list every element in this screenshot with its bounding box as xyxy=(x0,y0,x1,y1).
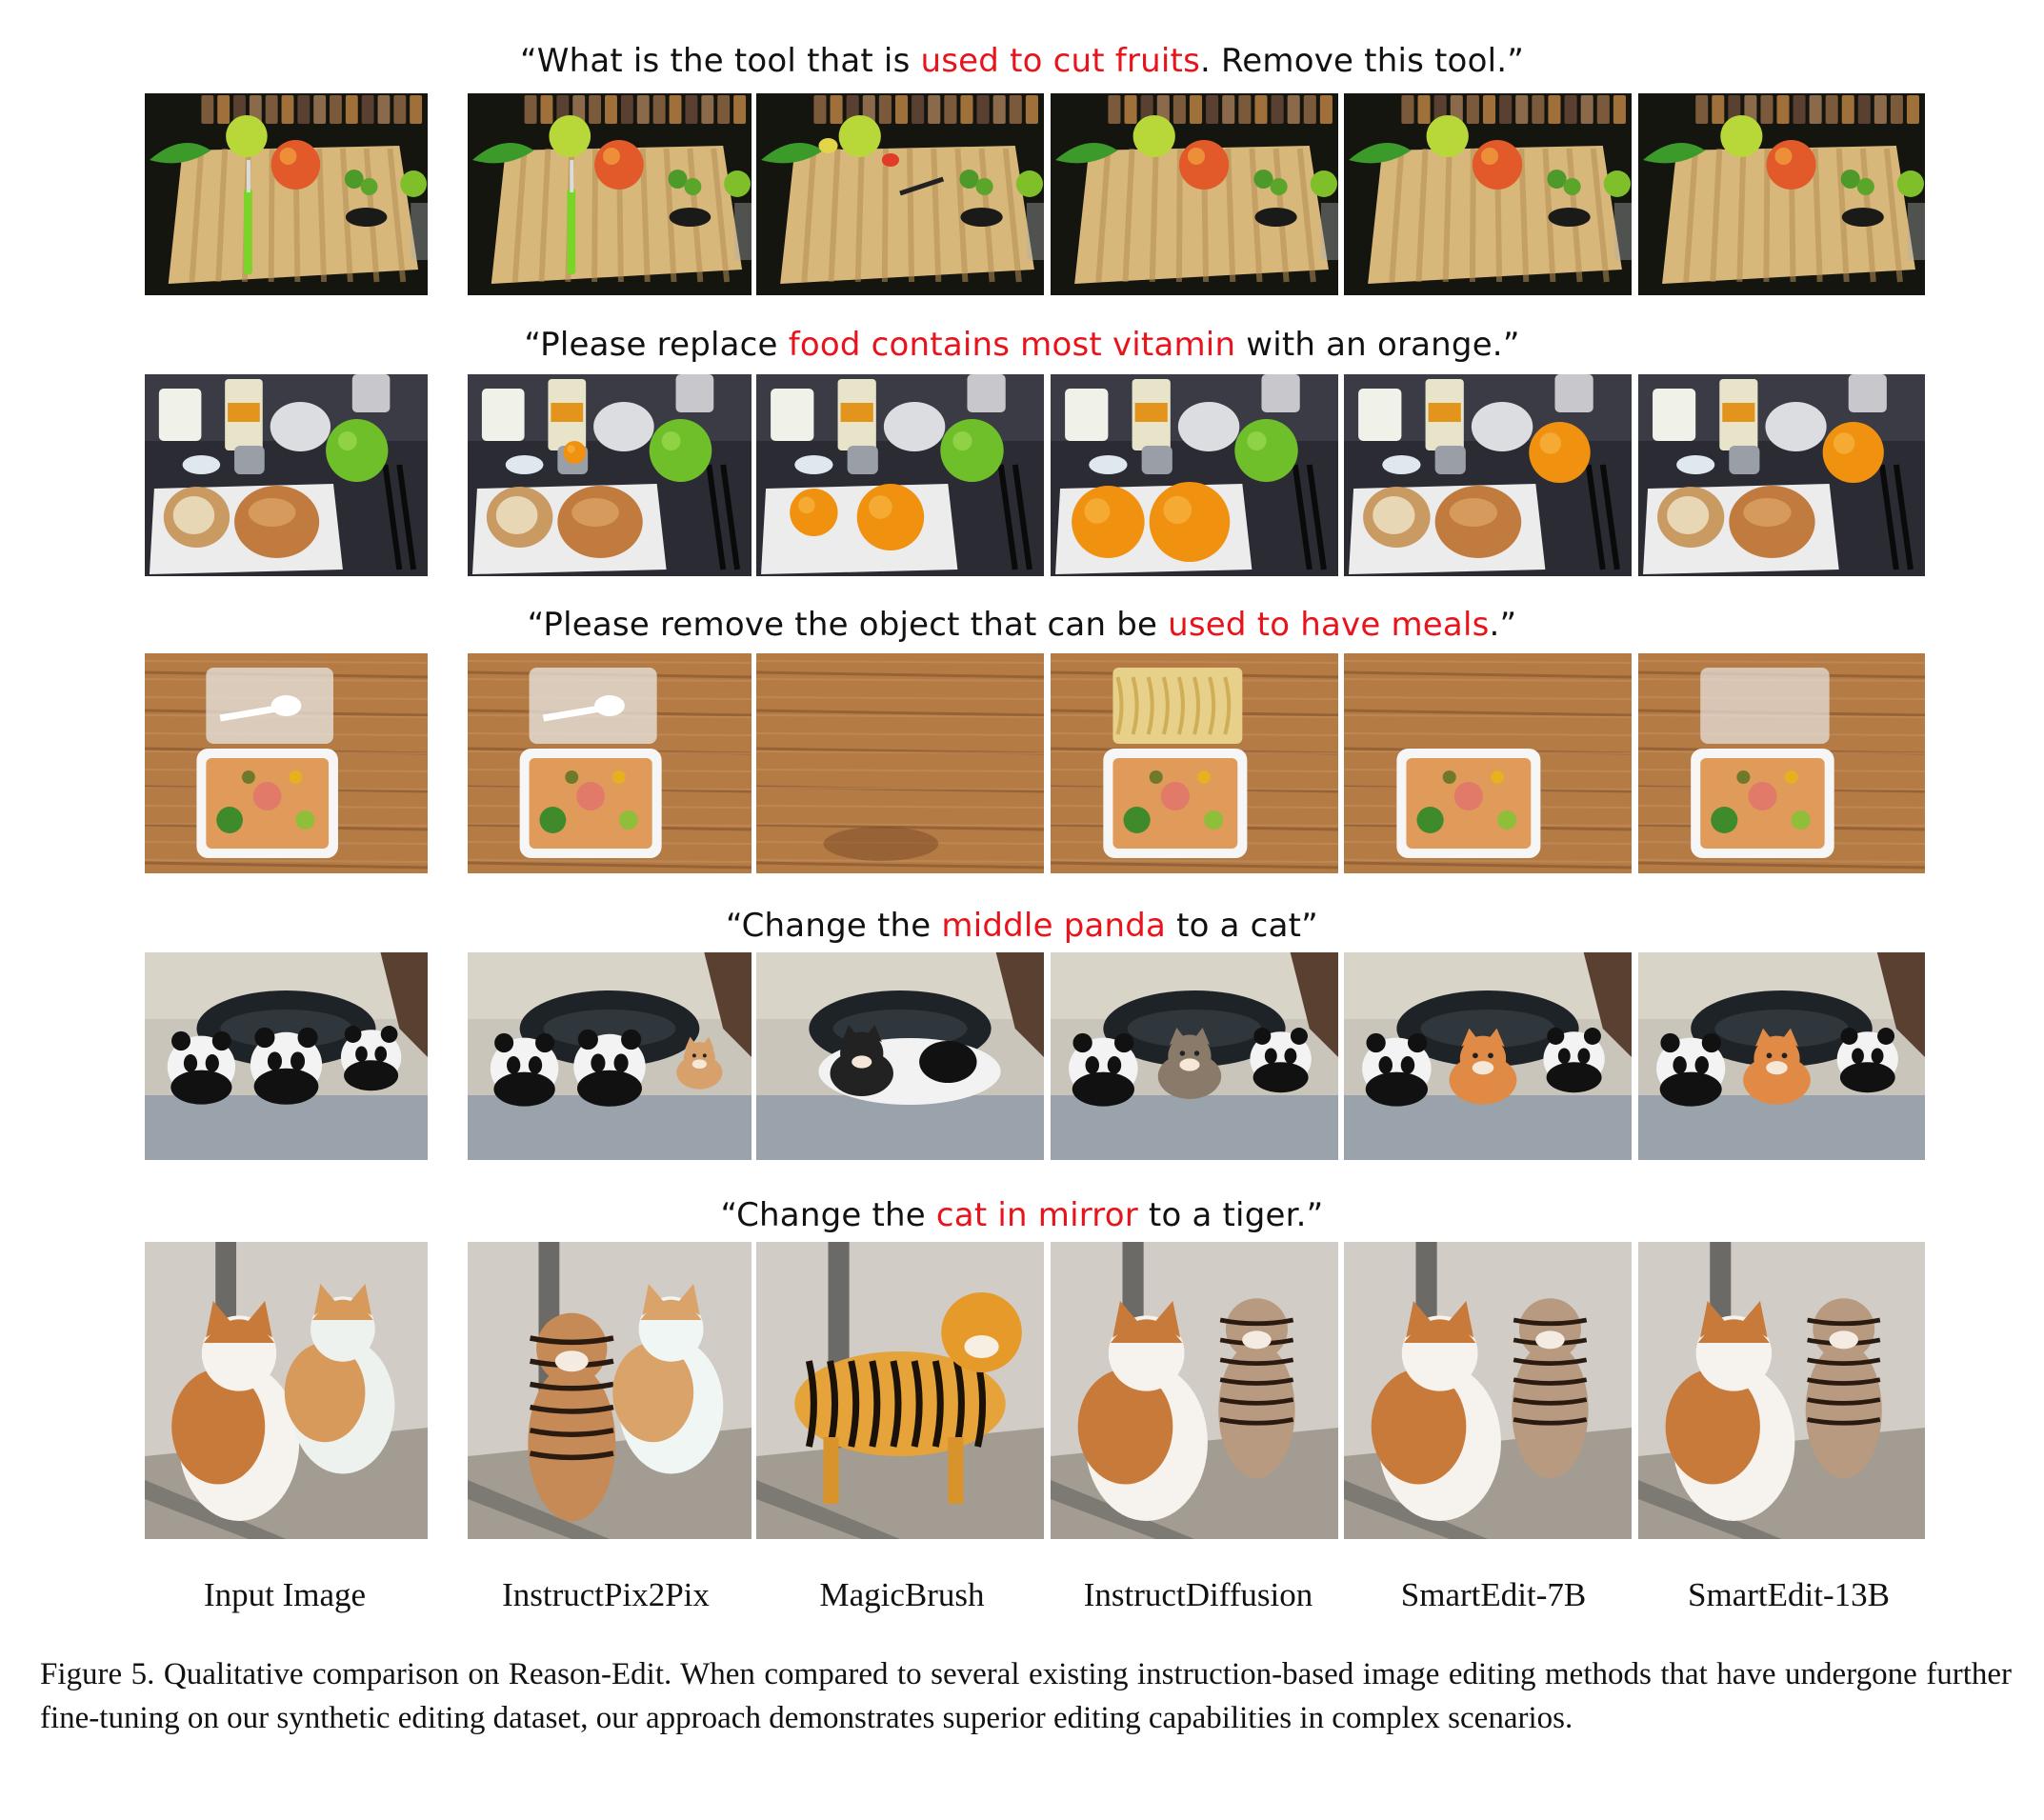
result-image xyxy=(468,374,751,576)
result-image xyxy=(1638,952,1925,1160)
result-image xyxy=(756,653,1044,873)
result-image xyxy=(468,653,751,873)
prompt-highlight: middle panda xyxy=(941,907,1167,945)
prompt-row-2: “Please replace food contains most vitam… xyxy=(0,326,2044,364)
prompt-row-4: “Change the middle panda to a cat” xyxy=(0,907,2044,945)
prompt-text: “Change the xyxy=(720,1196,936,1234)
column-header-instructpix2pix: InstructPix2Pix xyxy=(502,1576,710,1613)
column-header-smartedit-13b: SmartEdit-13B xyxy=(1688,1576,1890,1613)
prompt-text: to a tiger.” xyxy=(1137,1196,1324,1234)
result-image xyxy=(1344,1242,1632,1539)
result-image xyxy=(145,1242,428,1539)
prompt-row-5: “Change the cat in mirror to a tiger.” xyxy=(0,1196,2044,1234)
result-image xyxy=(145,93,428,295)
result-image xyxy=(1638,374,1925,576)
column-header-magicbrush: MagicBrush xyxy=(819,1576,985,1613)
prompt-text: .” xyxy=(1489,606,1517,644)
prompt-text: to a cat” xyxy=(1166,907,1318,945)
result-image xyxy=(1051,952,1338,1160)
result-image xyxy=(468,1242,751,1539)
prompt-row-3: “Please remove the object that can be us… xyxy=(0,606,2044,644)
result-image xyxy=(1344,93,1632,295)
result-image xyxy=(1638,1242,1925,1539)
prompt-text: “Please remove the object that can be xyxy=(527,606,1169,644)
prompt-highlight: used to have meals xyxy=(1168,606,1490,644)
result-image xyxy=(145,653,428,873)
result-image xyxy=(1344,374,1632,576)
result-image xyxy=(145,374,428,576)
column-header-input: Input Image xyxy=(203,1576,367,1613)
prompt-highlight: food contains most vitamin xyxy=(788,326,1236,364)
result-image xyxy=(756,1242,1044,1539)
prompt-text: “What is the tool that is xyxy=(519,42,921,80)
figure-caption: Figure 5. Qualitative comparison on Reas… xyxy=(40,1657,2012,1735)
result-image xyxy=(1051,1242,1338,1539)
result-image xyxy=(1051,93,1338,295)
result-image xyxy=(756,93,1044,295)
result-image xyxy=(145,952,428,1160)
column-header-instructdiffusion: InstructDiffusion xyxy=(1083,1576,1313,1613)
prompt-text: with an orange.” xyxy=(1235,326,1520,364)
prompt-highlight: cat in mirror xyxy=(935,1196,1138,1234)
result-image xyxy=(1051,374,1338,576)
prompt-text: “Change the xyxy=(726,907,942,945)
result-image xyxy=(468,952,751,1160)
result-image xyxy=(1638,93,1925,295)
result-image xyxy=(756,374,1044,576)
result-image xyxy=(1638,653,1925,873)
result-image xyxy=(468,93,751,295)
result-image xyxy=(1051,653,1338,873)
column-header-smartedit-7b: SmartEdit-7B xyxy=(1400,1576,1587,1613)
result-image xyxy=(756,952,1044,1160)
prompt-text: . Remove this tool.” xyxy=(1199,42,1525,80)
result-image xyxy=(1344,952,1632,1160)
prompt-row-1: “What is the tool that is used to cut fr… xyxy=(0,42,2044,80)
result-image xyxy=(1344,653,1632,873)
prompt-highlight: used to cut fruits xyxy=(920,42,1200,80)
prompt-text: “Please replace xyxy=(524,326,789,364)
